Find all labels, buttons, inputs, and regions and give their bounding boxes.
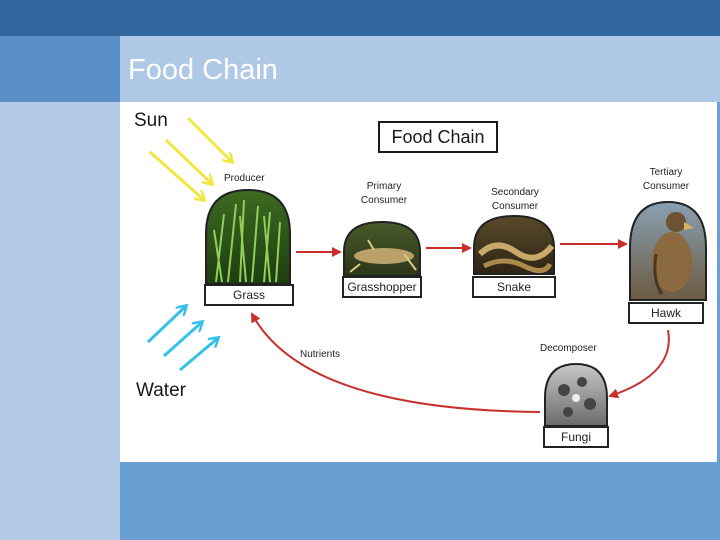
tertiary-role-line1: Tertiary — [649, 167, 683, 178]
primary-consumer-label: Primary Consumer — [354, 180, 414, 208]
header-bar — [0, 0, 720, 36]
grasshopper-name-box: Grasshopper — [342, 276, 422, 298]
hawk-name-box: Hawk — [628, 302, 704, 324]
grass-image — [205, 188, 291, 285]
water-arrows — [146, 306, 218, 372]
producer-role-label: Producer — [224, 173, 265, 184]
water-label: Water — [136, 380, 186, 401]
footer-band — [120, 462, 720, 540]
tertiary-consumer-label: Tertiary Consumer — [636, 166, 696, 194]
grass-name-box: Grass — [204, 284, 294, 306]
title-band — [120, 36, 720, 102]
fungi-name-box: Fungi — [543, 426, 609, 448]
left-strip — [0, 36, 120, 540]
right-edge — [717, 102, 720, 462]
snake-name-box: Snake — [472, 276, 556, 298]
decomposer-role-label: Decomposer — [540, 343, 597, 354]
snake-image — [473, 214, 555, 275]
food-chain-diagram: Sun Water Food Chain Producer Grass Prim… — [124, 104, 717, 461]
diagram-title-box: Food Chain — [378, 121, 498, 153]
primary-role-line2: Consumer — [360, 195, 408, 206]
nutrients-label: Nutrients — [300, 349, 341, 360]
tertiary-role-line2: Consumer — [642, 181, 690, 192]
secondary-role-line2: Consumer — [491, 201, 539, 212]
sun-ray-arrows — [149, 116, 232, 200]
energy-flow-arrows — [251, 239, 670, 413]
left-strip-accent — [0, 36, 120, 102]
secondary-role-line1: Secondary — [491, 187, 539, 198]
slide-title: Food Chain — [128, 54, 278, 86]
grasshopper-image — [343, 220, 421, 277]
hawk-image — [629, 200, 707, 301]
secondary-consumer-label: Secondary Consumer — [480, 186, 550, 214]
diagram-graphics — [146, 116, 707, 427]
primary-role-line1: Primary — [366, 181, 402, 192]
fungi-image — [544, 362, 608, 427]
sun-label: Sun — [134, 110, 168, 131]
